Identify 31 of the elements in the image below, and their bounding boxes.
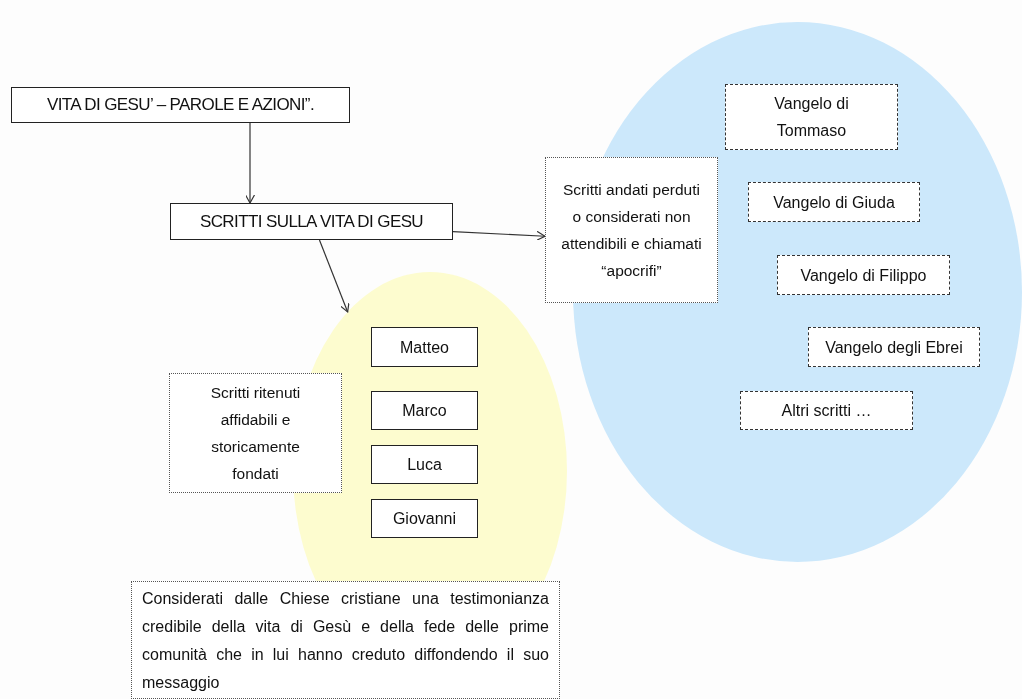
box-label: Vangelo di Tommaso: [773, 94, 850, 141]
arrow: [244, 122, 256, 204]
text-box: [170, 203, 453, 240]
box-label: Luca: [407, 455, 442, 475]
text-box: [808, 327, 980, 367]
box-label: VITA DI GESU’ – PAROLE E AZIONI”.: [46, 95, 315, 115]
box-label: Vangelo di Giuda: [773, 192, 895, 213]
box-label: SCRITTI SULLA VITA DI GESU: [199, 211, 424, 232]
text-box: [748, 182, 920, 222]
text-box: [740, 391, 913, 430]
text-box: [11, 87, 350, 123]
text-box: [371, 391, 478, 430]
arrow: [318, 239, 350, 313]
box-label: Scritti andati perduti o considerati non attendibili e chiamati “apocrifi”: [560, 180, 703, 281]
box-label: Vangelo degli Ebrei: [825, 337, 963, 358]
box-label: Altri scritti …: [781, 401, 872, 421]
box-label: Marco: [402, 401, 447, 421]
box-label: Matteo: [400, 337, 449, 358]
text-box: [777, 255, 950, 295]
text-box: [545, 157, 718, 303]
box-label: Vangelo di Filippo: [800, 265, 927, 286]
text-box: [725, 84, 898, 150]
box-label: Considerati dalle Chiese cristiane una testimonianza credibile della vita di Gesù e della fede delle prime comunità che in lui hanno creduto diffondendo il suo messaggio: [142, 589, 549, 693]
text-box: [131, 581, 560, 699]
box-label: Giovanni: [392, 509, 457, 529]
text-box: [371, 499, 478, 538]
box-label: Scritti ritenuti affidabili e storicamente fondati: [209, 383, 302, 484]
text-box: [371, 445, 478, 484]
arrow: [452, 230, 546, 241]
text-box: [371, 327, 478, 367]
text-box: [169, 373, 342, 493]
